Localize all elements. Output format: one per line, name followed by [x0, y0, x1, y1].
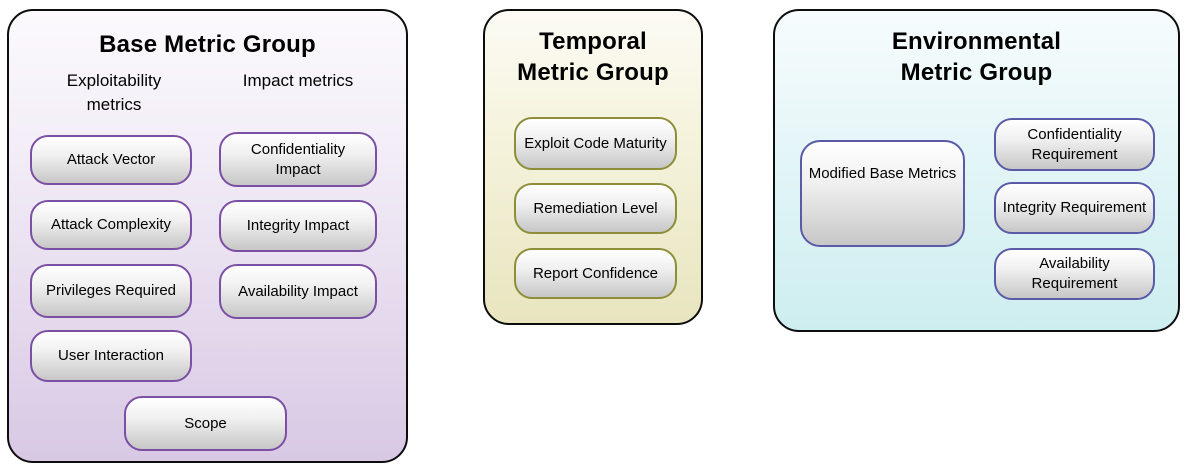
impact-metrics-header: Impact metrics [242, 71, 354, 90]
base-metric-group: Base Metric Group Exploitability metrics… [7, 9, 408, 463]
metric-report-confidence: Report Confidence [514, 248, 677, 299]
metric-privileges-required: Privileges Required [30, 264, 192, 318]
environmental-metric-group: Environmental Metric Group Modified Base… [773, 9, 1180, 332]
metric-scope: Scope [124, 396, 287, 451]
temporal-metric-group: Temporal Metric Group Exploit Code Matur… [483, 9, 703, 325]
metric-availability-requirement: Availability Requirement [994, 248, 1155, 300]
environmental-metric-group-title: Environmental Metric Group [891, 28, 1062, 86]
metric-remediation-level: Remediation Level [514, 183, 677, 234]
base-metric-group-title: Base Metric Group [99, 31, 316, 58]
exploitability-metrics-header: Exploitability metrics [66, 71, 162, 114]
metric-confidentiality-impact: Confidentiality Impact [219, 132, 377, 187]
metric-exploit-code-maturity: Exploit Code Maturity [514, 117, 677, 170]
metric-attack-vector: Attack Vector [30, 135, 192, 185]
temporal-metric-group-title: Temporal Metric Group [517, 28, 669, 86]
metric-confidentiality-requirement: Confidentiality Requirement [994, 118, 1155, 171]
metric-user-interaction: User Interaction [30, 330, 192, 382]
metric-attack-complexity: Attack Complexity [30, 200, 192, 250]
metric-modified-base-metrics: Modified Base Metrics [800, 140, 965, 247]
metric-integrity-impact: Integrity Impact [219, 200, 377, 252]
metric-availability-impact: Availability Impact [219, 264, 377, 319]
metric-integrity-requirement: Integrity Requirement [994, 182, 1155, 234]
